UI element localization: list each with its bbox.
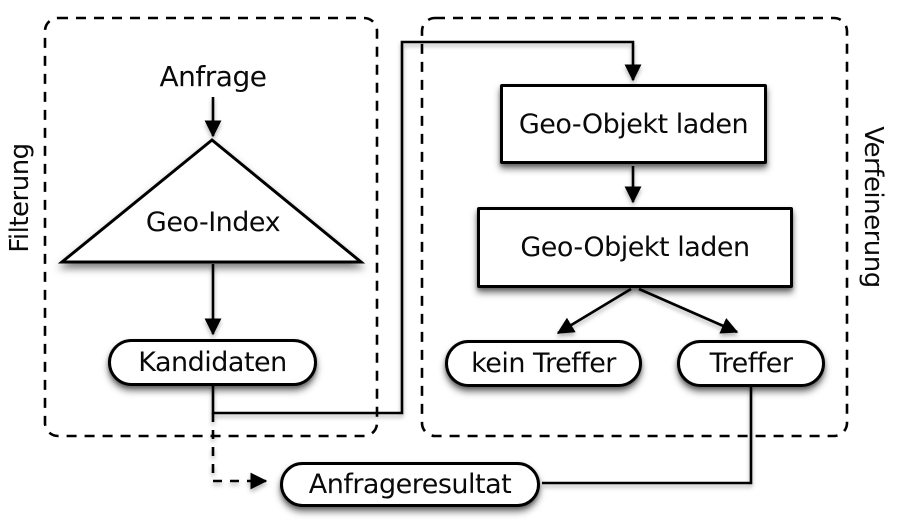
node-geo-objekt-laden-2: Geo-Objekt laden <box>477 207 793 288</box>
edge-kandidaten-geoobjekt1 <box>211 40 642 415</box>
node-geo-index-label: Geo-Index <box>145 206 281 238</box>
edge-kandidaten-anfrageresultat <box>211 413 268 490</box>
node-anfrageresultat: Anfrageresultat <box>280 462 540 507</box>
edge-geoobjekt2-keintreffer <box>556 287 632 335</box>
node-geo-objekt-laden-1: Geo-Objekt laden <box>500 84 767 164</box>
node-kein-treffer: kein Treffer <box>445 340 642 387</box>
filtering-group-label: Filterung <box>5 143 35 253</box>
filtering-group-frame <box>43 16 379 438</box>
refinement-group-label: Verfeinerung <box>858 126 888 288</box>
edge-treffer-anfrageresultat <box>542 385 753 485</box>
node-kandidaten: Kandidaten <box>108 339 317 386</box>
refinement-group-frame <box>420 16 849 438</box>
geo-index-triangle <box>57 138 366 264</box>
node-treffer: Treffer <box>677 340 825 387</box>
node-anfrage: Anfrage <box>159 59 267 93</box>
edge-geoobjekt2-treffer <box>638 287 739 334</box>
